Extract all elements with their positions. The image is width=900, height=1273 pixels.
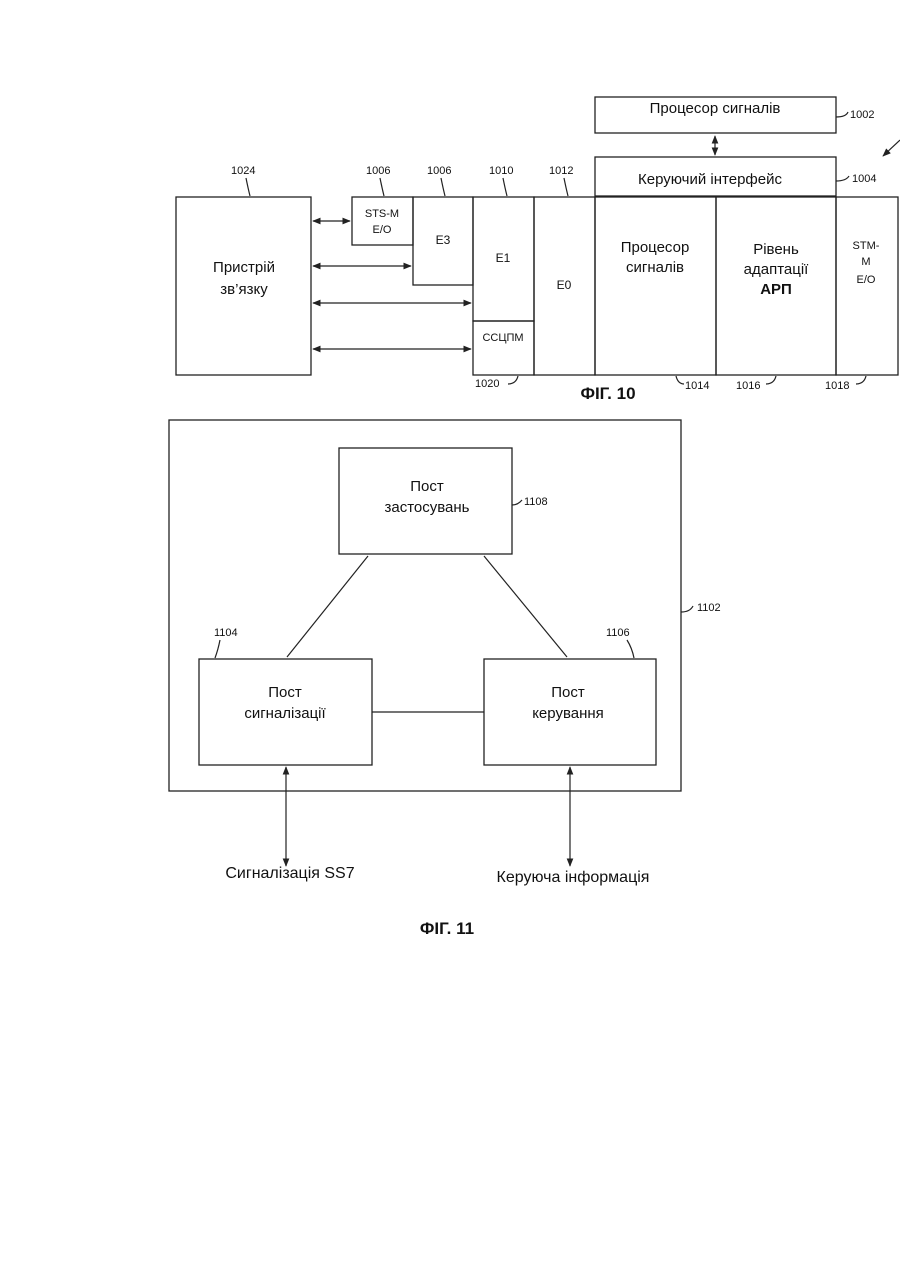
stm-m-line2: M [861, 256, 870, 268]
ref-1020: 1020 [475, 378, 499, 390]
signaling-post-line2: сигналізації [244, 705, 326, 722]
atm-layer-line1: Рівень [753, 241, 799, 258]
comm-device-line2: зв’язку [220, 281, 268, 298]
figure-pointer-arrow [883, 140, 900, 156]
link-application-control [484, 556, 567, 657]
outer-container-1102 [169, 420, 681, 791]
figure-10: Процесор сигналів 1002 Керуючий інтерфей… [176, 97, 900, 403]
ref-1108: 1108 [524, 496, 548, 508]
stm-m-line1: STM- [853, 240, 880, 252]
ref-leader-1006-a [380, 178, 384, 196]
ref-leader-1108 [512, 500, 522, 505]
signal-processor-line1: Процесор [621, 239, 690, 256]
ref-leader-1104 [215, 640, 220, 658]
ref-leader-1012 [564, 178, 568, 196]
control-interface-label: Керуючий інтерфейс [638, 171, 782, 188]
sscpm-label: ССЦПМ [482, 332, 523, 344]
signal-processor-top-label: Процесор сигналів [650, 100, 781, 117]
signaling-post-line1: Пост [268, 684, 302, 701]
comm-device-line1: Пристрій [213, 259, 275, 276]
e0-label: E0 [557, 278, 572, 292]
ref-leader-1010 [503, 178, 507, 196]
e3-label: E3 [436, 233, 451, 247]
application-post-line1: Пост [410, 478, 444, 495]
sscpm-box [473, 321, 534, 375]
ref-1024: 1024 [231, 165, 255, 177]
fig10-caption: ФІГ. 10 [580, 384, 635, 403]
signal-processor-line2: сигналів [626, 259, 684, 276]
ref-leader-1014 [676, 376, 684, 384]
ref-1106: 1106 [606, 627, 630, 639]
ref-1010: 1010 [489, 165, 513, 177]
sts-m-line2: E/O [373, 224, 392, 236]
ref-1006-b: 1006 [427, 165, 451, 177]
fig11-caption: ФІГ. 11 [420, 919, 474, 938]
control-post-line1: Пост [551, 684, 585, 701]
ref-1002: 1002 [850, 109, 874, 121]
ref-1018: 1018 [825, 380, 849, 392]
ref-leader-1106 [627, 640, 634, 658]
ref-1016: 1016 [736, 380, 760, 392]
ref-leader-1004 [836, 176, 849, 181]
ref-1004: 1004 [852, 173, 876, 185]
ref-leader-1102 [681, 606, 693, 612]
ref-leader-1018 [856, 376, 866, 384]
ref-1102: 1102 [697, 602, 721, 614]
ref-1006-a: 1006 [366, 165, 390, 177]
ref-1104: 1104 [214, 627, 238, 639]
control-post-line2: керування [532, 705, 604, 722]
signal-processor-box [595, 197, 716, 375]
stm-m-box [836, 197, 898, 375]
ref-leader-1020 [508, 376, 518, 384]
ss7-label: Сигналізація SS7 [225, 865, 354, 882]
link-application-signaling [287, 556, 368, 657]
e1-label: E1 [496, 251, 511, 265]
application-post-line2: застосувань [384, 499, 469, 516]
ref-leader-1024 [246, 178, 250, 196]
sts-m-line1: STS-M [365, 208, 399, 220]
figure-11: 1102 Пост застосувань 1108 Пост сигналіз… [169, 420, 721, 938]
ref-1014: 1014 [685, 380, 709, 392]
atm-layer-line2: адаптації [744, 261, 810, 278]
ref-leader-1006-b [441, 178, 445, 196]
ref-1012: 1012 [549, 165, 573, 177]
stm-m-line3: E/O [857, 274, 876, 286]
ref-leader-1002 [836, 112, 848, 117]
sts-m-box [352, 197, 413, 245]
atm-layer-line3: АРП [760, 281, 792, 298]
control-info-label: Керуюча інформація [497, 869, 650, 886]
ref-leader-1016 [766, 376, 776, 384]
